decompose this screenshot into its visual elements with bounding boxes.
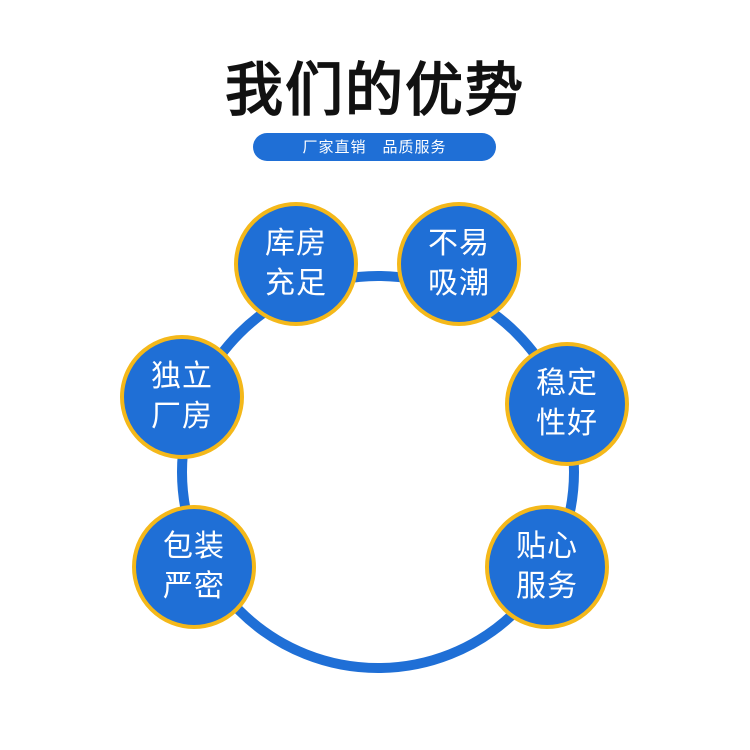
- advantage-badge-stability: 稳定 性好: [505, 342, 629, 466]
- advantage-badge-service: 贴心 服务: [485, 505, 609, 629]
- page-title: 我们的优势: [224, 56, 525, 124]
- advantage-badge-warehouse: 库房 充足: [234, 202, 358, 326]
- badge-line: 包装: [163, 529, 225, 564]
- badge-line: 稳定: [536, 366, 598, 401]
- advantage-badge-packaging: 包装 严密: [132, 505, 256, 629]
- advantage-badge-moisture: 不易 吸潮: [397, 202, 521, 326]
- subtitle-banner: 厂家直销 品质服务: [253, 133, 496, 161]
- badge-line: 厂房: [151, 399, 213, 434]
- badge-line: 严密: [163, 569, 225, 604]
- advantage-badge-factory: 独立 厂房: [120, 335, 244, 459]
- badge-line: 贴心: [516, 529, 578, 564]
- badge-line: 库房: [265, 226, 327, 261]
- badge-line: 性好: [536, 406, 598, 441]
- badge-line: 充足: [265, 266, 327, 301]
- badge-line: 独立: [151, 359, 213, 394]
- badge-line: 服务: [516, 569, 578, 604]
- badge-line: 不易: [428, 226, 490, 261]
- badge-line: 吸潮: [428, 266, 490, 301]
